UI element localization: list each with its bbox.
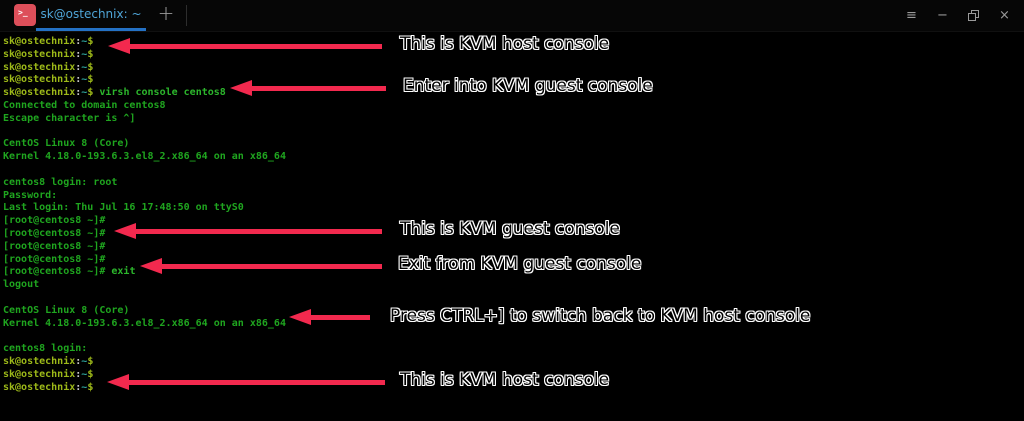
terminal-line: Password: — [3, 189, 58, 201]
arrow-shaft — [162, 263, 382, 269]
terminal-line: sk@ostechnix:~$ virsh console centos8 — [3, 87, 226, 99]
annotation-label: This is KVM host console — [400, 34, 610, 54]
arrow-head — [230, 80, 252, 96]
terminal-line: sk@ostechnix:~$ — [3, 381, 94, 393]
terminal-line: Kernel 4.18.0-193.6.3.el8_2.x86_64 on an… — [3, 317, 286, 329]
terminal-line: [root@centos8 ~]# — [3, 215, 106, 227]
tab-separator — [186, 5, 187, 26]
terminal-output[interactable]: sk@ostechnix:~$sk@ostechnix:~$sk@ostechn… — [0, 31, 1024, 421]
annotation-label: Exit from KVM guest console — [398, 254, 642, 274]
terminal-app-icon: >_ — [14, 4, 36, 26]
arrow-left-icon — [108, 38, 382, 54]
terminal-line: centos8 login: — [3, 343, 88, 355]
arrow-head — [140, 258, 162, 274]
annotation-label: This is KVM host console — [400, 370, 610, 390]
arrow-head — [114, 223, 136, 239]
terminal-line: sk@ostechnix:~$ — [3, 61, 94, 73]
restore-icon[interactable] — [958, 0, 989, 31]
tab-title: sk@ostechnix: ~ — [40, 7, 142, 21]
terminal-line: Last login: Thu Jul 16 17:48:50 on ttyS0 — [3, 202, 244, 214]
menu-icon[interactable]: ≡ — [906, 8, 917, 23]
terminal-line: sk@ostechnix:~$ — [3, 36, 94, 47]
terminal-line: [root@centos8 ~]# — [3, 227, 106, 239]
arrow-left-icon — [230, 80, 386, 96]
terminal-line: [root@centos8 ~]# — [3, 240, 106, 252]
arrow-left-icon — [107, 374, 385, 390]
terminal-line: [root@centos8 ~]# — [3, 253, 106, 265]
terminal-line: [root@centos8 ~]# exit — [3, 266, 136, 278]
arrow-shaft — [136, 228, 382, 234]
terminal-line — [3, 126, 1024, 139]
annotation-label: Press CTRL+] to switch back to KVM host … — [390, 306, 811, 326]
terminal-line: CentOS Linux 8 (Core) — [3, 304, 130, 316]
terminal-line: logout — [3, 279, 40, 291]
arrow-left-icon — [140, 258, 382, 274]
terminal-line: sk@ostechnix:~$ — [3, 368, 94, 380]
terminal-line: Connected to domain centos8 — [3, 99, 166, 111]
arrow-head — [289, 309, 311, 325]
window-controls: ≡ − × — [896, 0, 1020, 31]
terminal-line — [3, 292, 1024, 305]
minimize-icon[interactable]: − — [937, 8, 948, 23]
terminal-line: sk@ostechnix:~$ — [3, 74, 94, 86]
arrow-shaft — [129, 379, 385, 385]
arrow-shaft — [252, 85, 386, 91]
terminal-line: Escape character is ^] — [3, 112, 136, 124]
close-icon[interactable]: × — [999, 8, 1010, 23]
tab-active[interactable]: sk@ostechnix: ~ — [36, 0, 146, 31]
terminal-icon-glyph: >_ — [18, 8, 28, 17]
terminal-line: CentOS Linux 8 (Core) — [3, 138, 130, 150]
arrow-left-icon — [289, 309, 370, 325]
new-tab-button[interactable]: + — [157, 1, 175, 25]
titlebar: >_ sk@ostechnix: ~ + ≡ − × — [0, 0, 1024, 32]
annotation-label: This is KVM guest console — [400, 219, 620, 239]
annotation-label: Enter into KVM guest console — [403, 76, 653, 96]
arrow-shaft — [311, 314, 370, 320]
terminal-line: centos8 login: root — [3, 176, 118, 188]
arrow-head — [108, 38, 130, 54]
terminal-line: Kernel 4.18.0-193.6.3.el8_2.x86_64 on an… — [3, 151, 286, 163]
terminal-line: sk@ostechnix:~$ — [3, 355, 94, 367]
terminal-line — [3, 330, 1024, 343]
terminal-line — [3, 164, 1024, 177]
arrow-shaft — [130, 43, 382, 49]
arrow-head — [107, 374, 129, 390]
arrow-left-icon — [114, 223, 382, 239]
terminal-line: sk@ostechnix:~$ — [3, 48, 94, 60]
